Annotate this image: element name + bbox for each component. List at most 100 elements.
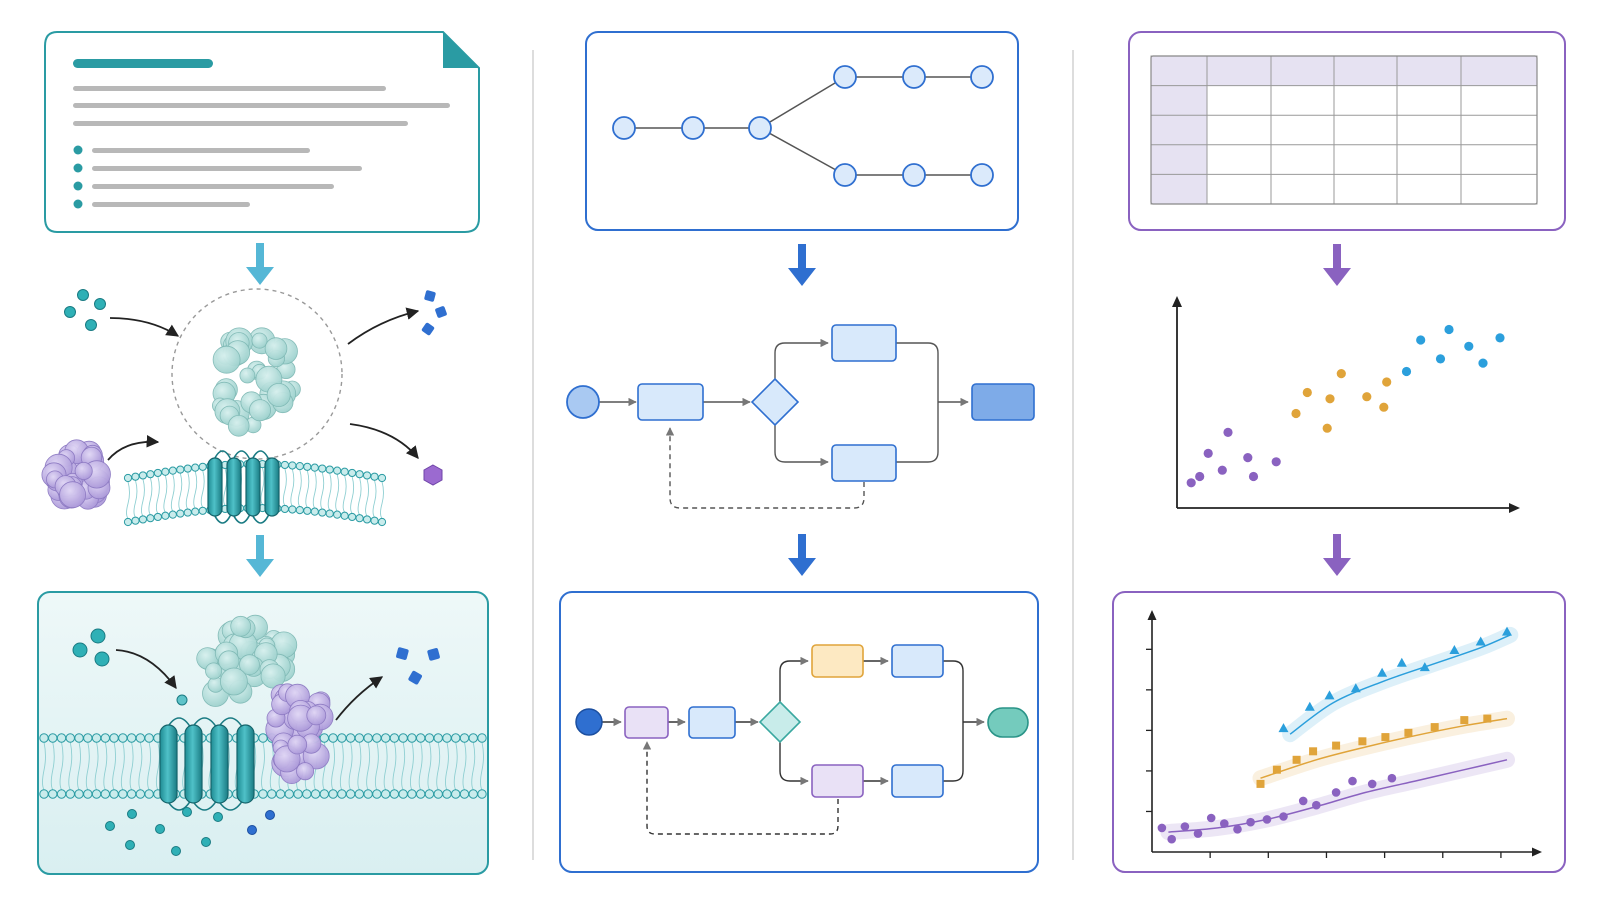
flow-decision-diamond [758, 700, 802, 744]
flow-process-box [891, 764, 944, 798]
down-arrow-icon [788, 244, 816, 286]
binding-site-outline [171, 288, 343, 460]
document-title-bar [73, 59, 213, 68]
molecule-dot [265, 810, 275, 820]
molecule-dot [182, 807, 192, 817]
molecule-icon [421, 290, 447, 336]
scatter-point [1464, 341, 1474, 351]
data-point [1256, 779, 1265, 788]
scatter-point [1478, 358, 1488, 368]
data-point [1460, 716, 1469, 725]
network-node [970, 65, 994, 89]
scatter-point [1379, 402, 1389, 412]
document-list-line [92, 184, 334, 189]
flow-process-box [688, 706, 736, 739]
scatter-point [1336, 369, 1346, 379]
down-arrow-icon [1323, 534, 1351, 576]
data-point [1304, 701, 1315, 711]
transmembrane-protein-icon [159, 717, 255, 811]
scatter-point [1401, 366, 1412, 377]
scatter-point [1302, 387, 1312, 398]
node-network-card [585, 31, 1019, 231]
data-point [1396, 657, 1407, 667]
data-point [1350, 683, 1361, 693]
data-point [1233, 825, 1242, 834]
data-point [1312, 800, 1321, 810]
data-point [1278, 723, 1289, 733]
document-card [44, 31, 480, 233]
data-point [1262, 815, 1272, 824]
data-point [1358, 737, 1367, 746]
molecule-icon [72, 628, 110, 667]
data-point [1502, 626, 1512, 636]
scatter-point [1435, 354, 1446, 364]
data-point [1377, 667, 1388, 677]
data-point [1348, 776, 1357, 786]
scattered-molecules-icon [105, 807, 275, 856]
scatter-plot-icon [1172, 296, 1520, 513]
table-icon [1150, 55, 1538, 205]
bullet-icon [73, 145, 83, 155]
scatter-point [1325, 394, 1335, 404]
data-point [1419, 662, 1430, 672]
molecule-dot [213, 812, 223, 822]
flow-decision-diamond [750, 377, 800, 427]
scatter-point [1495, 333, 1505, 343]
data-point [1381, 733, 1390, 742]
data-table-card [1128, 31, 1566, 231]
trend-lines-card [1112, 591, 1566, 873]
document-text-line [73, 121, 408, 126]
molecular-interaction-scene [41, 288, 447, 527]
flowchart-icon [566, 324, 1035, 509]
down-arrow-icon [246, 535, 274, 577]
data-point [1272, 765, 1281, 774]
data-point [1298, 796, 1308, 806]
network-node [970, 163, 994, 187]
flow-process-box [811, 764, 864, 798]
scatter-point [1203, 448, 1213, 458]
data-point [1279, 812, 1288, 821]
data-point [1292, 755, 1301, 764]
trend-lines-icon [1146, 610, 1542, 858]
scatter-point [1362, 392, 1372, 402]
scatter-point [1248, 471, 1259, 482]
protein-blob-icon [211, 327, 301, 437]
data-point [1180, 822, 1190, 831]
data-point [1387, 773, 1397, 783]
flow-end-box [971, 383, 1035, 421]
document-text-line [73, 86, 386, 91]
scatter-point [1382, 377, 1392, 387]
flow-process-box [624, 706, 669, 739]
purple-protein-icon [41, 439, 111, 510]
molecule-dot [125, 840, 135, 850]
network-node [833, 65, 857, 89]
trend-line [1289, 634, 1511, 735]
down-arrow-icon [1323, 244, 1351, 286]
scatter-point [1444, 324, 1454, 335]
down-arrow-icon [788, 534, 816, 576]
transmembrane-protein-icon [207, 450, 280, 524]
document-list-line [92, 202, 250, 207]
document-text-line [73, 103, 450, 108]
document-list-line [92, 148, 310, 153]
data-point [1206, 813, 1216, 823]
data-point [1324, 690, 1335, 700]
protein-blob-icon [196, 614, 298, 707]
data-point [1331, 788, 1341, 797]
data-point [1167, 834, 1176, 844]
membrane-icon [39, 733, 487, 799]
molecule-dot [127, 809, 137, 819]
data-point [1430, 723, 1439, 732]
data-point [1220, 819, 1229, 828]
down-arrow-icon [246, 243, 274, 285]
flow-start-node [575, 708, 603, 736]
scatter-point [1217, 465, 1227, 475]
scatter-point [1186, 478, 1196, 488]
data-point [1309, 747, 1318, 756]
bullet-icon [73, 181, 83, 191]
network-node [902, 65, 926, 89]
flow-process-box [831, 444, 897, 482]
molecule-dot [247, 825, 257, 835]
scatter-point [1223, 427, 1233, 437]
